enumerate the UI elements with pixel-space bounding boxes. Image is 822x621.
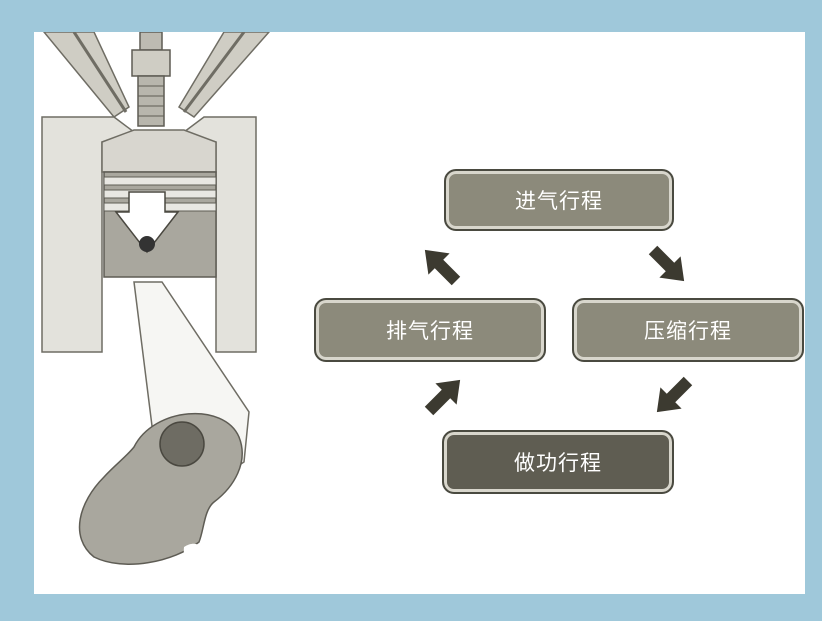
cycle-arrow-icon (656, 376, 693, 413)
compression-stroke-label: 压缩行程 (644, 319, 732, 343)
cycle-arrow-icon (648, 245, 685, 282)
diagram-canvas: 进气行程 压缩行程 做功行程 排气行程 (34, 32, 805, 594)
compression-stroke-box: 压缩行程 (572, 298, 804, 362)
engine-cross-section-illustration (41, 32, 271, 567)
intake-stroke-box: 进气行程 (444, 169, 674, 231)
cycle-arrow-icon (424, 249, 461, 286)
cycle-arrow-icon (424, 379, 461, 416)
exhaust-stroke-label: 排气行程 (386, 319, 474, 343)
intake-stroke-label: 进气行程 (515, 189, 603, 213)
exhaust-stroke-box: 排气行程 (314, 298, 546, 362)
power-stroke-label: 做功行程 (514, 451, 602, 475)
power-stroke-box: 做功行程 (442, 430, 674, 494)
